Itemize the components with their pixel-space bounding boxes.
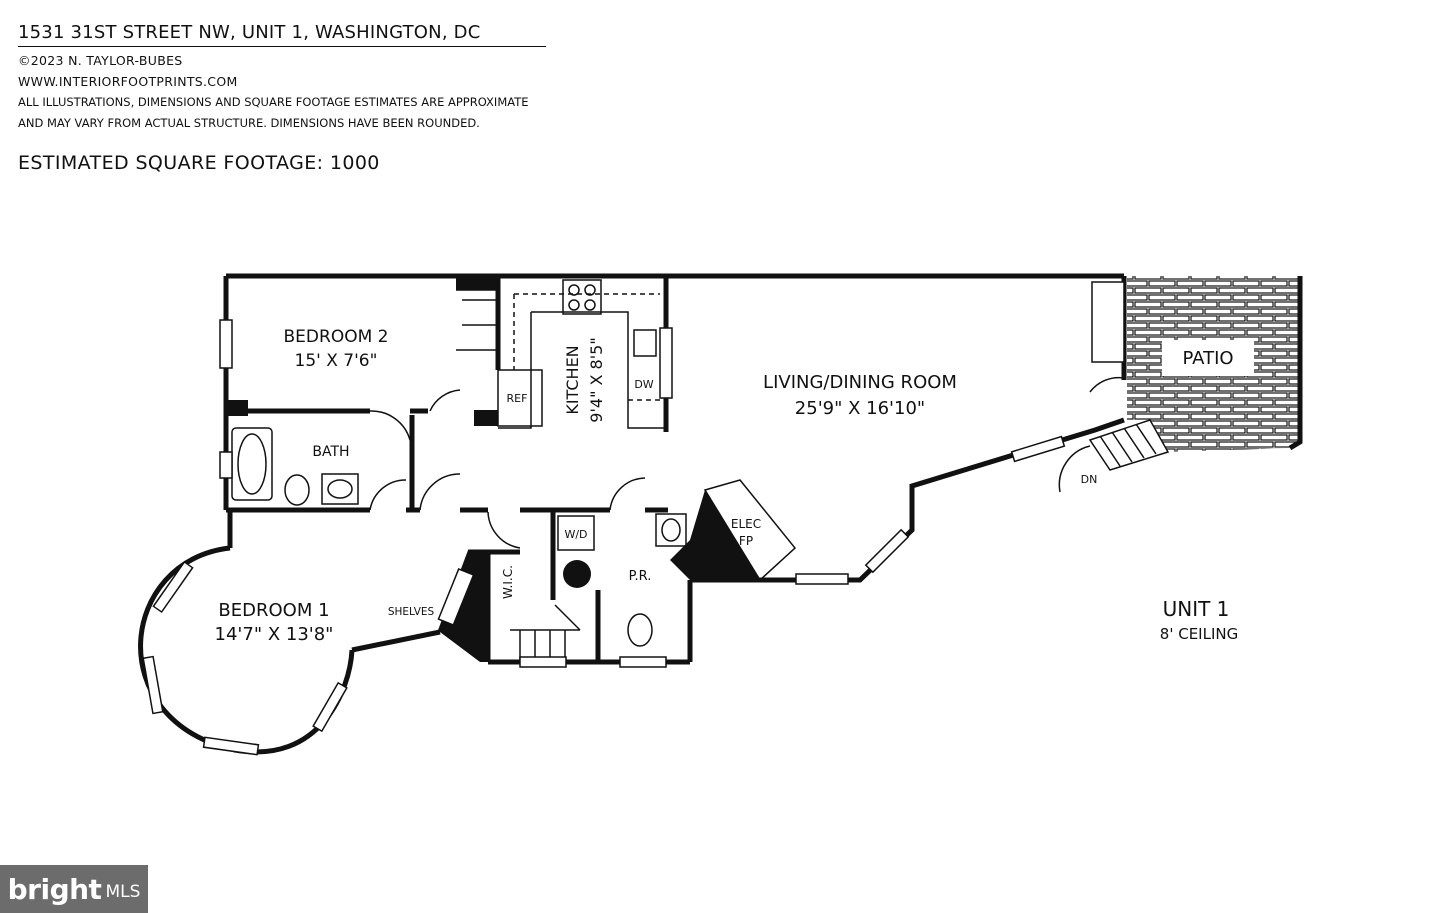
counter [498, 312, 532, 429]
closet-block-a [456, 276, 498, 290]
stove [562, 279, 602, 315]
patio-label: PATIO [1182, 348, 1233, 369]
disclaimer-line-2: AND MAY VARY FROM ACTUAL STRUCTURE. DIME… [18, 116, 480, 130]
fp-label: FP [739, 534, 753, 548]
closet-shelving [510, 604, 581, 660]
bath-label: BATH [312, 444, 349, 460]
fireplace-box [703, 479, 797, 582]
window [864, 528, 910, 574]
vanity-sink [327, 479, 353, 499]
window [619, 656, 667, 668]
elec-label: ELEC [731, 517, 761, 531]
burner [568, 299, 580, 311]
dw-label: DW [634, 378, 653, 391]
window [519, 656, 567, 668]
bathtub-basin [237, 433, 267, 495]
ref-label: REF [507, 392, 528, 405]
title-underline [18, 46, 546, 47]
bright-mls-logo: bright MLS [0, 865, 148, 913]
closet-block-b [474, 410, 498, 426]
pr-sink [655, 513, 687, 547]
wd-label: W/D [564, 528, 587, 541]
window [219, 451, 233, 479]
window [312, 681, 348, 733]
window [1010, 435, 1066, 463]
door-swing [369, 479, 407, 511]
burner [568, 284, 580, 296]
kitchen-dims: 9'4" X 8'5" [587, 337, 606, 422]
window [795, 573, 849, 585]
plan-title: 1531 31ST STREET NW, UNIT 1, WASHINGTON,… [18, 22, 481, 43]
wic-label: W.I.C. [501, 565, 515, 599]
bedroom2-closet-shelves [456, 289, 499, 351]
door-swing [609, 477, 646, 511]
dn-label: DN [1081, 473, 1098, 486]
unit-ceiling: 8' CEILING [1160, 625, 1238, 643]
bedroom1-dims: 14'7" X 13'8" [215, 624, 334, 645]
bedroom1-right-wall [351, 629, 441, 653]
refrigerator [497, 369, 543, 427]
bedroom2-dims: 15' X 7'6" [295, 351, 378, 371]
door-swing [419, 473, 461, 511]
burner [584, 299, 596, 311]
pr-sink-basin [661, 518, 681, 542]
toilet [284, 474, 310, 506]
patio-outer [1288, 276, 1303, 451]
door-swing [1089, 376, 1125, 393]
bedroom2-label: BEDROOM 2 [284, 327, 389, 347]
shelves-unit [437, 567, 475, 627]
patio-label-bg [1162, 340, 1254, 376]
shelves-label: SHELVES [388, 606, 435, 618]
window [659, 327, 673, 399]
column-block [226, 400, 248, 416]
stairs [1088, 419, 1170, 471]
counter [531, 311, 666, 429]
wic-block [440, 552, 488, 662]
door-swing [429, 389, 461, 412]
living-label: LIVING/DINING ROOM [763, 372, 957, 393]
square-footage: ESTIMATED SQUARE FOOTAGE: 1000 [18, 152, 380, 174]
window [1091, 281, 1125, 363]
bedroom1-label: BEDROOM 1 [218, 600, 329, 621]
window [142, 655, 164, 715]
website-text: WWW.INTERIORFOOTPRINTS.COM [18, 74, 238, 89]
pr-label: P.R. [629, 569, 652, 584]
living-dims: 25'9" X 16'10" [795, 398, 925, 419]
window [219, 319, 233, 369]
washer-dryer [557, 515, 595, 551]
door-swing [1058, 445, 1091, 493]
logo-suffix: MLS [105, 882, 141, 902]
disclaimer-line-1: ALL ILLUSTRATIONS, DIMENSIONS AND SQUARE… [18, 95, 529, 109]
counter-dashes [513, 293, 660, 401]
logo-brand: bright [7, 872, 102, 906]
kitchen-label: KITCHEN [563, 345, 582, 414]
door-swing [487, 511, 521, 549]
fireplace-block [670, 490, 760, 580]
window [202, 736, 260, 756]
window [152, 560, 194, 614]
sink [633, 329, 657, 357]
vanity [321, 473, 359, 505]
door-swing [369, 410, 411, 441]
burner [584, 284, 596, 296]
unit-name: UNIT 1 [1163, 597, 1230, 621]
pr-toilet [627, 613, 653, 647]
copyright-text: ©2023 N. TAYLOR-BUBES [18, 53, 183, 68]
water-heater [563, 560, 591, 588]
